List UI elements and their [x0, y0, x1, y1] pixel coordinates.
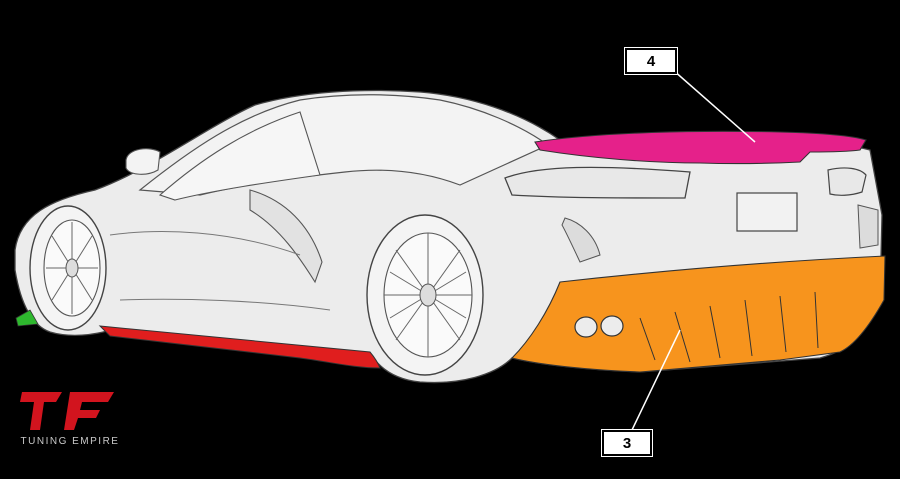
taillight-right	[827, 167, 867, 196]
brand-logo-icon	[20, 392, 114, 430]
rear-wheel	[366, 214, 484, 376]
leader-line-3	[631, 329, 681, 431]
rear-vent-right	[857, 204, 879, 249]
callout-3-label: 3	[602, 430, 652, 456]
rear-diffuser	[510, 255, 886, 373]
rear-vent	[561, 217, 601, 263]
brand-name: TUNING EMPIRE	[20, 436, 120, 447]
license-plate	[736, 192, 798, 232]
front-wheel	[29, 205, 107, 331]
callout-4-label: 4	[625, 48, 677, 74]
front-splitter	[15, 309, 39, 327]
side-intake	[249, 189, 323, 284]
diffuser-fins	[639, 291, 819, 363]
door-line	[109, 231, 331, 311]
exhaust-tips	[574, 315, 624, 338]
taillight-left	[504, 166, 691, 199]
leader-line-4	[672, 69, 756, 143]
side-mirror	[125, 148, 161, 175]
side-window	[158, 111, 321, 201]
side-skirt	[98, 325, 381, 369]
rear-spoiler	[534, 130, 867, 165]
